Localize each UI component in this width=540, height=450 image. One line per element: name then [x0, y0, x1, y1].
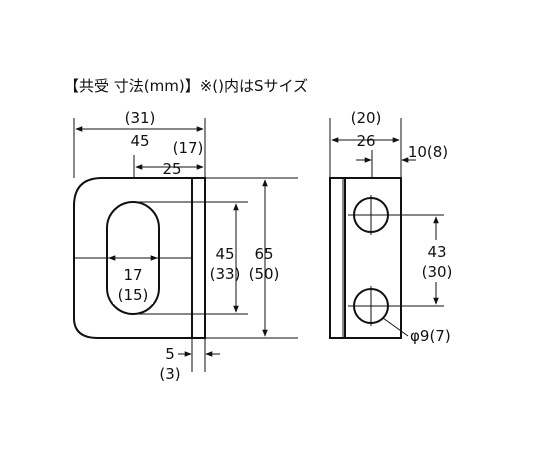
dim-thickness-s: (3)	[159, 365, 180, 383]
dim-overall-width-l: 45	[130, 132, 149, 150]
dim-total-height-s: (50)	[249, 265, 280, 283]
pitch-label-bg	[420, 240, 454, 282]
dim-flange-width-s: (17)	[173, 139, 204, 157]
side-body-outline	[329, 177, 402, 339]
drawing-title: 【共受 寸法(mm)】※()内はSサイズ	[64, 77, 308, 95]
dim-thickness-l: 5	[165, 345, 175, 363]
dim-side-thickness: 10(8)	[408, 143, 448, 161]
dim-total-height-l: 65	[254, 245, 273, 263]
side-view: (20) 26 10(8) 43 (30) φ9(7)	[329, 109, 454, 345]
dim-overall-width-s: (31)	[125, 109, 156, 127]
front-body-outline	[73, 177, 192, 339]
dim-side-width-s: (20)	[351, 109, 382, 127]
dim-flange-width-l: 25	[162, 160, 181, 178]
dim-slot-width-s: (15)	[118, 286, 149, 304]
front-view: (31) 45 (17) 25 45 (33) 65 (50) 17 (15) …	[73, 109, 298, 383]
dim-slot-width-l: 17	[123, 266, 142, 284]
dim-hole-pitch-l: 43	[427, 243, 446, 261]
dim-hole-dia: φ9(7)	[410, 327, 451, 345]
hole-dia-leader	[382, 317, 409, 337]
slot-label-bg	[113, 264, 153, 304]
dim-slot-height-s: (33)	[210, 265, 241, 283]
dim-side-width-l: 26	[356, 132, 375, 150]
dim-hole-pitch-s: (30)	[422, 263, 453, 281]
dim-slot-height-l: 45	[215, 245, 234, 263]
